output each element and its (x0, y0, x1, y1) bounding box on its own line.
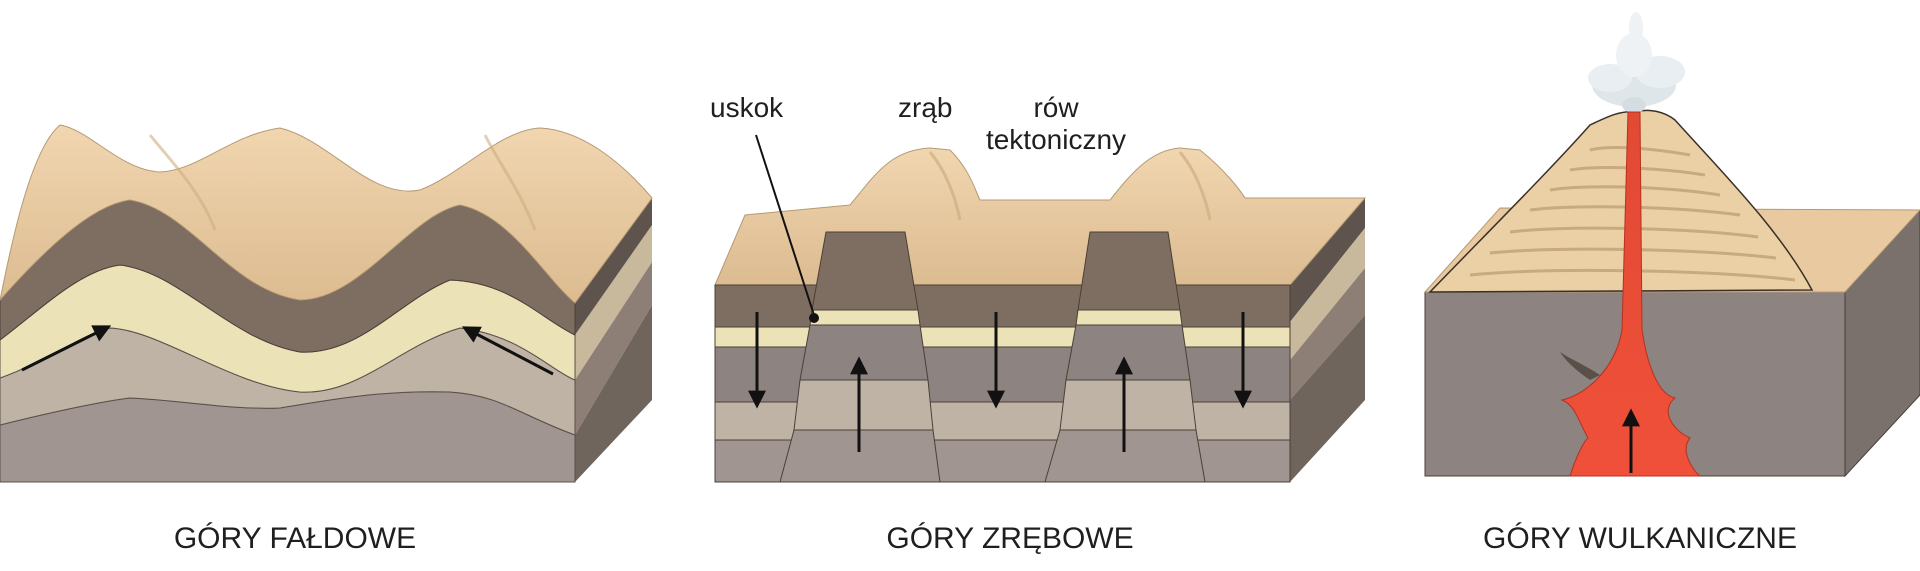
volcanic-mountains-block (1423, 12, 1920, 478)
fold-mountains-block (0, 124, 653, 483)
block-side-face (1290, 198, 1365, 482)
block-mountains-block (714, 134, 1367, 483)
label-fault: uskok (710, 92, 784, 123)
magma-chamber (1560, 111, 1702, 477)
block-stratum-dark (715, 285, 1290, 327)
fault-leader-line (755, 134, 815, 316)
caption-volcanic-mountains: GÓRY WULKANICZNE (1483, 522, 1797, 555)
fold-side-face (575, 198, 652, 482)
fault-point-marker (809, 313, 819, 323)
block-stratum-cream (715, 327, 1290, 347)
caption-block-mountains: GÓRY ZRĘBOWE (886, 522, 1134, 555)
caption-fold-mountains: GÓRY FAŁDOWE (173, 522, 417, 555)
fold-arrow-right (461, 326, 554, 376)
label-horst: zrąb (898, 92, 953, 123)
fold-top-surface (0, 124, 653, 304)
steam-plume (1588, 12, 1685, 113)
label-graben: rów tektoniczny (985, 92, 1127, 156)
horst-block-2 (1044, 231, 1206, 483)
block-top-surface (714, 147, 1367, 286)
volcano-cone (1428, 109, 1814, 293)
fold-arrow-left (21, 325, 112, 372)
